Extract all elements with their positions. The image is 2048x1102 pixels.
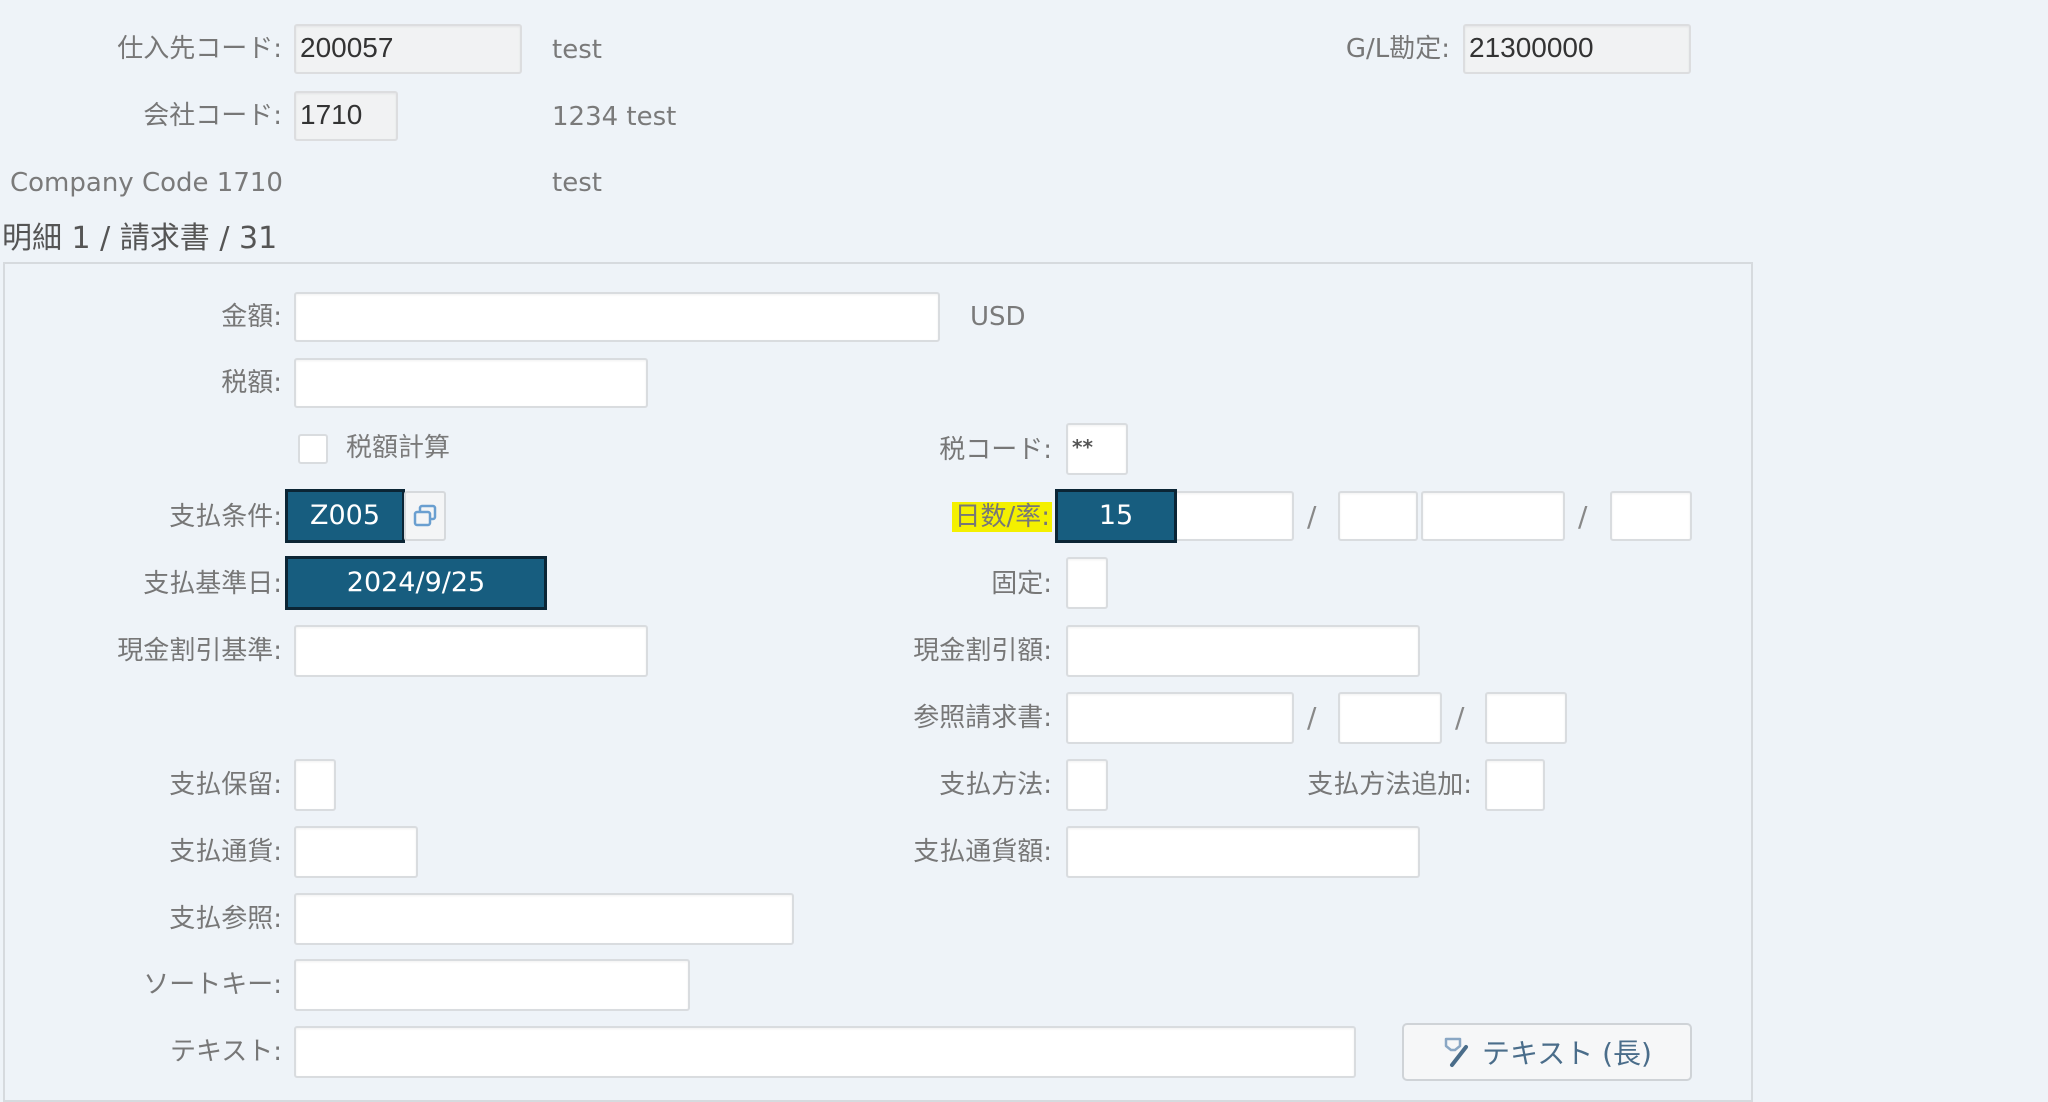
separator-slash: / xyxy=(1307,500,1317,533)
payment-currency-amount-input[interactable] xyxy=(1066,826,1420,878)
vendor-description: test xyxy=(552,35,602,65)
gl-account-field[interactable]: 21300000 xyxy=(1463,24,1691,74)
company-name-text: Company Code 1710 xyxy=(10,168,283,198)
reference-invoice-input-1[interactable] xyxy=(1066,692,1294,744)
long-text-button[interactable]: テキスト (長) xyxy=(1402,1023,1692,1081)
days-rate-highlight-text: 日数/率: xyxy=(952,502,1052,532)
days-rate-input-1[interactable]: 15 xyxy=(1055,489,1177,543)
long-text-button-label: テキスト (長) xyxy=(1482,1037,1652,1070)
payment-currency-label: 支払通貨: xyxy=(169,837,282,867)
reference-invoice-input-2[interactable] xyxy=(1338,692,1442,744)
value-help-icon xyxy=(413,504,437,527)
cash-discount-amount-label: 現金割引額: xyxy=(913,636,1052,666)
payment-reference-input[interactable] xyxy=(294,893,794,945)
edit-text-icon xyxy=(1444,1037,1469,1067)
payment-method-input[interactable] xyxy=(1066,759,1108,811)
payment-reference-label: 支払参照: xyxy=(169,904,282,934)
fixed-input[interactable] xyxy=(1066,557,1108,609)
calculate-tax-checkbox[interactable] xyxy=(298,434,328,464)
reference-invoice-input-3[interactable] xyxy=(1485,692,1567,744)
amount-label: 金額: xyxy=(221,302,282,332)
calculate-tax-label: 税額計算 xyxy=(346,433,451,463)
baseline-date-label: 支払基準日: xyxy=(143,569,282,599)
sort-key-label: ソートキー: xyxy=(143,970,282,1000)
company-code-field[interactable]: 1710 xyxy=(294,91,398,141)
separator-slash: / xyxy=(1455,701,1465,734)
text-input[interactable] xyxy=(294,1026,1356,1078)
separator-slash: / xyxy=(1578,500,1588,533)
days-rate-input-2[interactable] xyxy=(1170,491,1294,541)
payment-terms-label: 支払条件: xyxy=(169,502,282,532)
cash-discount-base-input[interactable] xyxy=(294,625,648,677)
days-rate-input-3[interactable] xyxy=(1338,491,1418,541)
payment-method-label: 支払方法: xyxy=(939,770,1052,800)
company-code-description: 1234 test xyxy=(552,102,677,132)
amount-currency: USD xyxy=(970,302,1026,332)
tax-code-input[interactable]: ** xyxy=(1066,423,1128,475)
company-name-description: test xyxy=(552,168,602,198)
company-code-label: 会社コード: xyxy=(143,101,282,131)
amount-input[interactable] xyxy=(294,292,940,342)
value-help-button[interactable] xyxy=(404,491,446,541)
section-title: 明細 1 / 請求書 / 31 xyxy=(2,221,278,256)
days-rate-input-5[interactable] xyxy=(1610,491,1692,541)
days-rate-input-4[interactable] xyxy=(1421,491,1565,541)
fixed-label: 固定: xyxy=(991,569,1052,599)
tax-code-label: 税コード: xyxy=(939,435,1052,465)
cash-discount-amount-input[interactable] xyxy=(1066,625,1420,677)
payment-currency-input[interactable] xyxy=(294,826,418,878)
payment-method-supplement-input[interactable] xyxy=(1485,759,1545,811)
payment-method-supplement-label: 支払方法追加: xyxy=(1307,770,1472,800)
payment-currency-amount-label: 支払通貨額: xyxy=(913,837,1052,867)
vendor-code-label: 仕入先コード: xyxy=(117,34,282,64)
vendor-code-field[interactable]: 200057 xyxy=(294,24,522,74)
sort-key-input[interactable] xyxy=(294,959,690,1011)
tax-amount-label: 税額: xyxy=(221,368,282,398)
baseline-date-input[interactable]: 2024/9/25 xyxy=(285,556,547,610)
gl-account-label: G/L勘定: xyxy=(1345,34,1450,64)
text-label: テキスト: xyxy=(170,1037,282,1067)
cash-discount-base-label: 現金割引基準: xyxy=(117,636,282,666)
payment-block-input[interactable] xyxy=(294,759,336,811)
days-rate-label: 日数/率: xyxy=(860,492,1052,542)
payment-block-label: 支払保留: xyxy=(169,770,282,800)
tax-amount-input[interactable] xyxy=(294,358,648,408)
reference-invoice-label: 参照請求書: xyxy=(913,703,1052,733)
payment-terms-input[interactable]: Z005 xyxy=(285,489,405,543)
separator-slash: / xyxy=(1307,701,1317,734)
